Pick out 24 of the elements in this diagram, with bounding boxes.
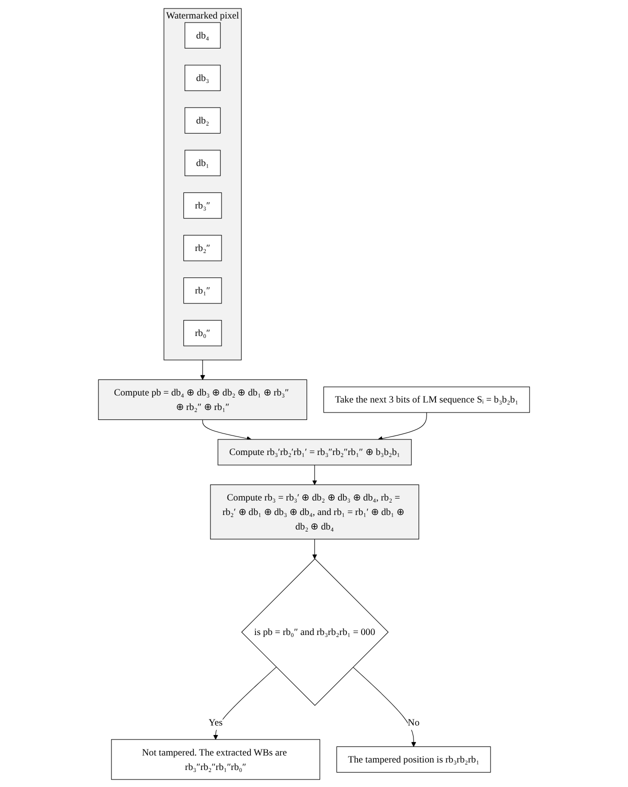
node-box: db₄ — [184, 22, 221, 48]
arrow — [312, 538, 318, 559]
arrow — [352, 666, 416, 746]
node-box: Not tampered. The extracted WBs are rb₃″rb₂″rb₁″rb₀″ — [111, 738, 320, 780]
edge-label: Yes — [208, 716, 223, 728]
arrow — [378, 412, 427, 440]
node-box: Compute pb = db₄ ⊕ db₃ ⊕ db₂ ⊕ db₁ ⊕ rb₃″ ⊕ rb₂″ ⊕ rb₁″ — [98, 378, 308, 420]
node-box: The tampered position is rb₃rb₂rb₁ — [336, 746, 491, 772]
node-box: rb₃″ — [183, 192, 222, 218]
node-diamond: is pb = rb₀″ and rb₃rb₂rb₁ = 000 — [241, 558, 389, 706]
arrow — [200, 359, 206, 380]
node-box: Compute rb₃′rb₂′rb₁′ = rb₃″rb₂″rb₁″ ⊕ b₃b₂b₁ — [218, 438, 412, 465]
edge-label: No — [408, 716, 420, 728]
arrow — [312, 464, 318, 484]
node-box: rb₁″ — [183, 276, 222, 304]
node-box: rb₂″ — [183, 234, 222, 261]
node-box: db₃ — [184, 64, 221, 91]
node-box: db₁ — [184, 149, 221, 176]
arrow — [213, 666, 277, 740]
node-box: db₂ — [184, 106, 221, 134]
node-box: Compute rb₃ = rb₃′ ⊕ db₂ ⊕ db₃ ⊕ db₄, rb₂ = rb₂′ ⊕ db₁ ⊕ db₃ ⊕ db₄, and rb₁ = rb₁′ ⊕ db₁ ⊕ db₂ ⊕ db₄ — [210, 484, 420, 539]
node-box: rb₀″ — [183, 320, 222, 346]
arrow — [202, 418, 252, 440]
node-box: Take the next 3 bits of LM sequence Sᵢ = b₃b₂b₁ — [323, 386, 530, 412]
